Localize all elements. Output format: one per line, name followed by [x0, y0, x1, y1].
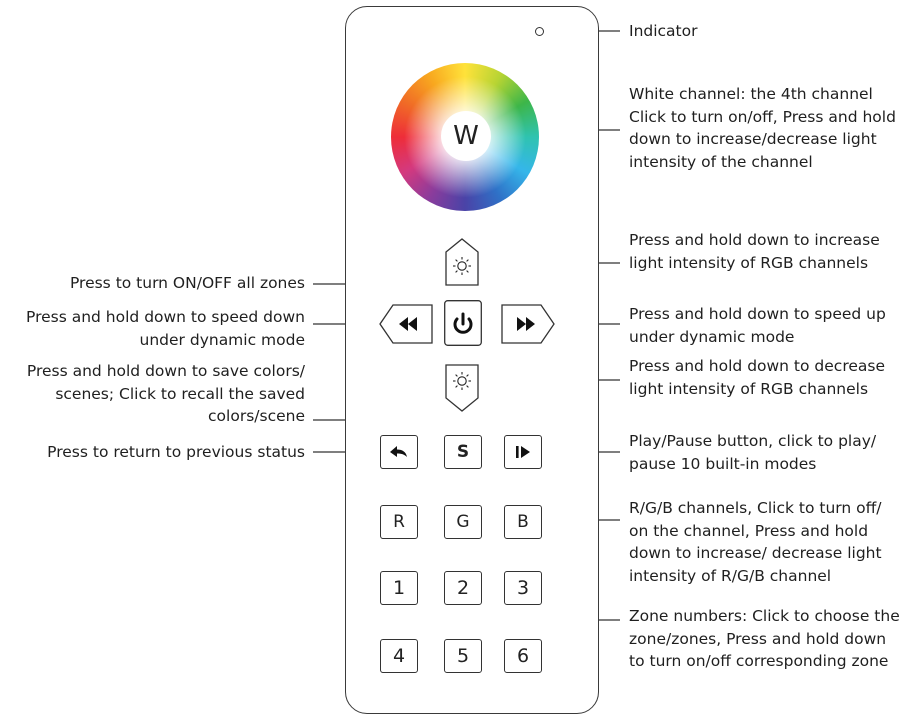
play-pause-button[interactable]	[504, 435, 542, 469]
brightness-down-annotation: Press and hold down to decrease light in…	[629, 357, 885, 398]
save-scene-annotation: Press and hold down to save colors/ scen…	[26, 362, 305, 425]
speed-down-annotation: Press and hold down to speed down under …	[26, 308, 305, 349]
channel-r-button[interactable]: R	[380, 505, 418, 539]
channel-g-button[interactable]: G	[444, 505, 482, 539]
power-annotation: Press to turn ON/OFF all zones	[69, 274, 305, 292]
zone-1-button[interactable]: 1	[380, 571, 418, 605]
brightness-down-button[interactable]	[445, 364, 479, 412]
fast-forward-icon	[517, 317, 535, 331]
channel-b-button[interactable]: B	[504, 505, 542, 539]
rewind-icon	[399, 317, 417, 331]
indicator-light	[535, 27, 544, 36]
power-icon	[453, 312, 473, 334]
indicator-annotation: Indicator	[629, 22, 698, 40]
brightness-up-annotation: Press and hold down to increase light in…	[629, 231, 880, 272]
speed-up-annotation: Press and hold down to speed up under dy…	[629, 305, 886, 346]
zone-5-button[interactable]: 5	[444, 639, 482, 673]
back-button[interactable]	[380, 435, 418, 469]
speed-down-button[interactable]	[379, 304, 433, 344]
scene-button[interactable]: S	[444, 435, 482, 469]
play-pause-icon	[516, 446, 530, 458]
back-annotation: Press to return to previous status	[47, 443, 305, 461]
sun-icon	[453, 257, 471, 275]
zone-4-button[interactable]: 4	[380, 639, 418, 673]
back-arrow-icon	[390, 446, 407, 457]
sun-icon	[453, 372, 471, 390]
zone-3-button[interactable]: 3	[504, 571, 542, 605]
brightness-up-button[interactable]	[445, 238, 479, 286]
zones-annotation: Zone numbers: Click to choose the zone/z…	[629, 607, 900, 670]
zone-2-button[interactable]: 2	[444, 571, 482, 605]
zone-6-button[interactable]: 6	[504, 639, 542, 673]
white-channel-annotation: White channel: the 4th channel Click to …	[629, 85, 896, 171]
rgb-channels-annotation: R/G/B channels, Click to turn off/ on th…	[629, 499, 882, 585]
play-pause-annotation: Play/Pause button, click to play/ pause …	[629, 432, 877, 473]
white-channel-button[interactable]: W	[441, 111, 491, 161]
power-button[interactable]	[444, 300, 482, 346]
speed-up-button[interactable]	[501, 304, 555, 344]
